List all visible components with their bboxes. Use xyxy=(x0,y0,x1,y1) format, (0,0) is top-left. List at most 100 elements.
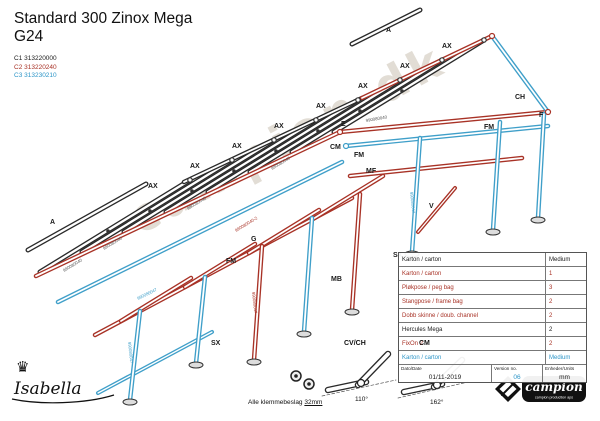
kit-code: C3 313230210 xyxy=(14,72,57,79)
kit-code: C2 313220240 xyxy=(14,63,57,71)
part-label: FM xyxy=(354,152,364,159)
part-label: AX xyxy=(274,123,284,130)
circle-shape xyxy=(400,89,404,93)
part-label: AX xyxy=(358,83,368,90)
tube-core xyxy=(206,98,360,194)
tube-core xyxy=(350,8,422,46)
tube-core xyxy=(57,161,343,303)
circle-shape xyxy=(148,209,152,213)
circle-shape xyxy=(316,129,320,133)
table-cell-label: Karton / carton xyxy=(399,267,546,280)
tube-core xyxy=(492,121,501,231)
table-cell-label: Stangpose / frame bag xyxy=(399,295,546,308)
tube-core xyxy=(26,182,148,252)
table-cell-value: Medium xyxy=(549,256,571,263)
tube-core xyxy=(303,217,313,333)
tube-core xyxy=(129,310,141,401)
circle-shape xyxy=(397,77,403,83)
part-label: G xyxy=(251,236,257,243)
table-cell-value: 2 xyxy=(549,312,553,319)
tube-core xyxy=(349,157,523,177)
circle-shape xyxy=(439,57,445,63)
tube-core xyxy=(351,193,361,311)
tube-core xyxy=(195,276,206,364)
circle-shape xyxy=(294,374,298,378)
tube-core xyxy=(248,78,402,174)
footer-label: Dato/Date xyxy=(401,366,422,371)
table-cell-label: Karton / carton xyxy=(399,351,546,364)
footer-value: mm xyxy=(559,374,570,381)
isabella-logo: Isabella xyxy=(13,379,82,399)
tube-core xyxy=(332,38,486,134)
title-block: Standard 300 Zinox Mega G24 xyxy=(14,10,192,46)
part-number: 990080047 xyxy=(251,292,258,315)
tube-core xyxy=(417,187,456,233)
part-label: SX xyxy=(211,340,221,347)
ellipse-shape xyxy=(188,361,204,369)
drawing-title: Standard 300 Zinox Mega xyxy=(14,10,193,27)
line-shape xyxy=(397,381,469,399)
table-cell-value: 2 xyxy=(549,340,553,347)
ellipse-shape xyxy=(485,228,501,236)
footer-value: 06 xyxy=(513,374,521,381)
circle-shape xyxy=(271,137,277,143)
footer-label: Version no. xyxy=(494,366,517,371)
table-cell-label: Pløkpose / peg bag xyxy=(399,281,546,294)
circle-shape xyxy=(342,142,350,150)
frame-lines xyxy=(25,7,551,403)
part-label: A xyxy=(386,27,391,34)
circle-shape xyxy=(544,108,552,116)
tube-core xyxy=(290,58,444,154)
clamp-caption: Alle klemmebeslag 32mm xyxy=(248,399,322,406)
part-number: 990080047 xyxy=(409,192,416,215)
part-label: AX xyxy=(400,63,410,70)
part-label: FM xyxy=(226,258,236,265)
frame-joints xyxy=(106,32,552,406)
circle-shape xyxy=(187,177,193,183)
table-cell-value: 3 xyxy=(549,284,553,291)
tube-core xyxy=(345,125,549,147)
circle-shape xyxy=(355,97,361,103)
tube-core xyxy=(38,178,192,274)
circle-shape xyxy=(307,382,311,386)
angle-162: 162° xyxy=(430,399,444,406)
kit-code: C1 313220000 xyxy=(14,55,57,62)
ellipse-shape xyxy=(122,398,138,406)
tube-core xyxy=(411,137,421,253)
part-label: AX xyxy=(190,163,200,170)
tube-core xyxy=(120,277,192,322)
tube-core xyxy=(339,111,549,133)
part-label: AX xyxy=(442,43,452,50)
ellipse-shape xyxy=(344,308,360,316)
table-cell-label: FixOn 2 xyxy=(399,337,546,350)
part-number: 990080047 xyxy=(127,342,134,365)
circle-shape xyxy=(313,117,319,123)
campion-tagline: campion production aps xyxy=(535,396,573,400)
part-label: A xyxy=(50,219,55,226)
tube-core xyxy=(312,175,384,220)
part-label: F xyxy=(539,112,544,119)
tube-core xyxy=(361,35,493,99)
tube-core xyxy=(164,118,318,214)
ellipse-shape xyxy=(296,330,312,338)
part-label: SX xyxy=(393,252,403,259)
ellipse-shape xyxy=(246,358,262,366)
tube-core xyxy=(80,158,234,254)
detail-label-cvch: CV/CH xyxy=(344,340,366,347)
clamp-caption-size: 32mm xyxy=(304,399,323,406)
table-cell-label: Karton / carton xyxy=(399,253,546,266)
part-label: E xyxy=(341,121,346,128)
